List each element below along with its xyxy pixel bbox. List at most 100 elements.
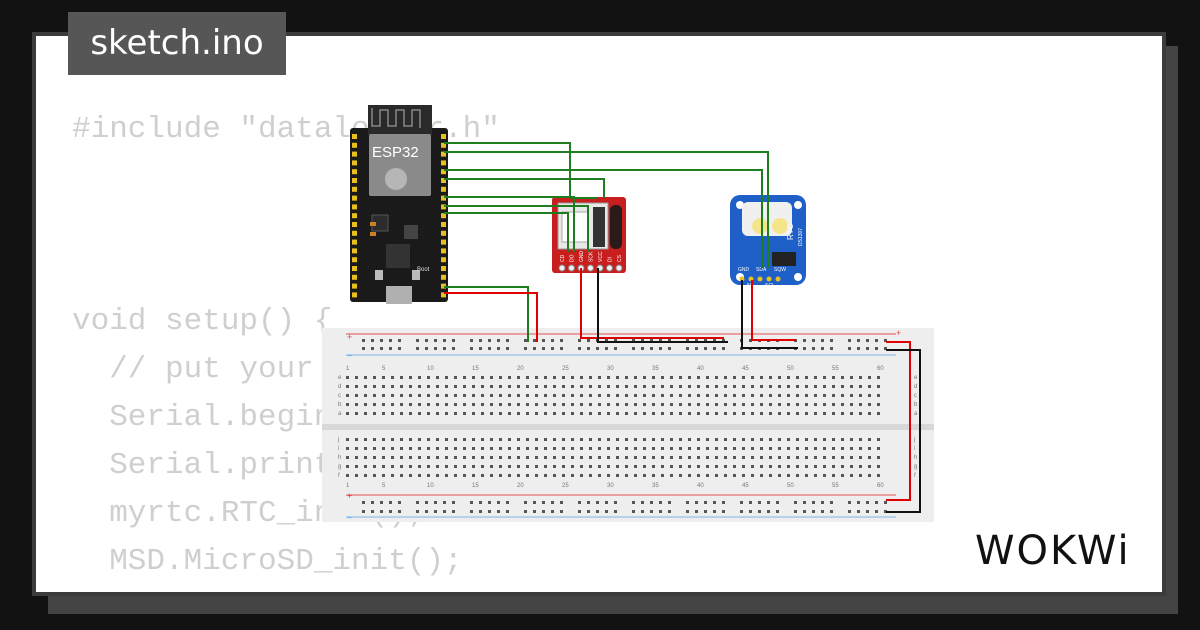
column-label: 30 [607,483,614,489]
esp32-pin[interactable] [352,292,357,298]
rtc-pin[interactable] [775,276,781,282]
svg-text:+: + [347,491,352,501]
column-label: 40 [697,483,704,489]
esp32-pin[interactable] [441,266,446,271]
esp32-pin[interactable] [352,160,357,166]
esp32-pin[interactable] [352,213,357,219]
svg-text:+: + [347,332,352,342]
esp32-pin[interactable] [441,274,446,280]
row-label: i [914,446,915,452]
column-label: 55 [832,366,839,372]
row-label: b [914,402,918,408]
esp32-pin[interactable] [441,151,446,157]
esp32-pin[interactable] [352,169,357,175]
esp32-pin[interactable] [352,195,357,201]
esp32-pin[interactable] [441,195,446,201]
esp32-pin[interactable] [352,248,357,254]
esp32-pin[interactable] [352,151,357,157]
sd-pin-label: SCK [589,251,595,262]
column-label: 20 [517,366,524,372]
esp32-pin[interactable] [352,257,357,263]
column-label: 10 [427,366,434,372]
rtc-pin-label: GND [738,267,750,273]
rtc-pin[interactable] [757,276,763,282]
column-label: 35 [652,483,659,489]
esp32-pin[interactable] [441,178,446,183]
esp32-pin[interactable] [441,213,446,219]
esp32-pin[interactable] [441,239,446,245]
row-label: g [338,464,341,470]
row-label: f [914,473,916,479]
row-label: a [914,411,918,417]
row-label: h [914,455,917,461]
esp32-pin[interactable] [352,266,357,271]
sd-pin[interactable] [606,264,613,272]
esp32-pin[interactable] [441,186,446,192]
row-label: a [338,411,342,417]
esp32-pin[interactable] [441,142,446,148]
esp32-pin[interactable] [441,292,446,298]
esp32-pin[interactable] [441,169,446,175]
sd-pin[interactable] [558,264,566,272]
sd-pin-label: DO [570,254,576,262]
rtc-pin-label: SDA [756,267,767,273]
sd-pin-label: DI [608,257,614,262]
esp32-pin[interactable] [441,230,446,236]
esp32-pin[interactable] [441,248,446,254]
rtc-pin[interactable] [739,276,745,282]
esp32-pin[interactable] [352,239,357,245]
column-label: 5 [382,366,386,372]
row-label: d [338,384,341,390]
esp32-board[interactable]: ESP32 Boot [350,105,448,304]
esp32-pin[interactable] [352,142,357,148]
column-label: 1 [346,366,350,372]
esp32-pin[interactable] [441,134,446,139]
column-label: 50 [787,483,794,489]
file-tab[interactable]: sketch.ino [68,12,286,75]
esp32-label: ESP32 [372,144,419,161]
column-label: 55 [832,483,839,489]
esp32-pin[interactable] [352,178,357,183]
rtc-pin[interactable] [766,276,772,282]
column-label: 60 [877,366,884,372]
column-label: 1 [346,483,350,489]
wokwi-logo: WOKWi [975,528,1131,574]
esp32-pin[interactable] [441,283,446,289]
esp32-pin[interactable] [352,230,357,236]
row-label: i [338,446,339,452]
svg-text:+: + [896,328,901,338]
row-label: b [338,402,342,408]
row-label: h [338,455,341,461]
esp32-pin[interactable] [441,204,446,210]
esp32-pin[interactable] [352,283,357,289]
sd-pin-label: GND [579,251,585,263]
column-label: 5 [382,483,386,489]
column-label: 25 [562,483,569,489]
code-line: MSD.MicroSD_init(); [72,544,463,579]
row-label: d [914,384,917,390]
esp32-pin[interactable] [441,222,446,227]
column-label: 45 [742,483,749,489]
rtc-pin-label: SQW [774,267,786,273]
row-label: j [337,437,339,443]
breadboard: + – + + – 115510101515202025253030353540… [322,328,934,522]
column-label: 50 [787,366,794,372]
sd-pin[interactable] [587,264,594,272]
esp32-pin[interactable] [352,274,357,280]
sd-pin[interactable] [615,264,623,272]
esp32-pin[interactable] [352,186,357,192]
column-label: 60 [877,483,884,489]
esp32-pin[interactable] [441,160,446,166]
sd-pin-label: VCC [598,251,604,262]
wires [444,142,921,513]
sd-pin[interactable] [568,264,575,272]
esp32-pin[interactable] [352,204,357,210]
column-label: 15 [472,483,479,489]
row-label: j [913,437,915,443]
esp32-pin[interactable] [352,134,357,139]
column-label: 30 [607,366,614,372]
row-label: g [914,464,917,470]
esp32-pin[interactable] [441,257,446,263]
column-label: 35 [652,366,659,372]
esp32-pin[interactable] [352,222,357,227]
